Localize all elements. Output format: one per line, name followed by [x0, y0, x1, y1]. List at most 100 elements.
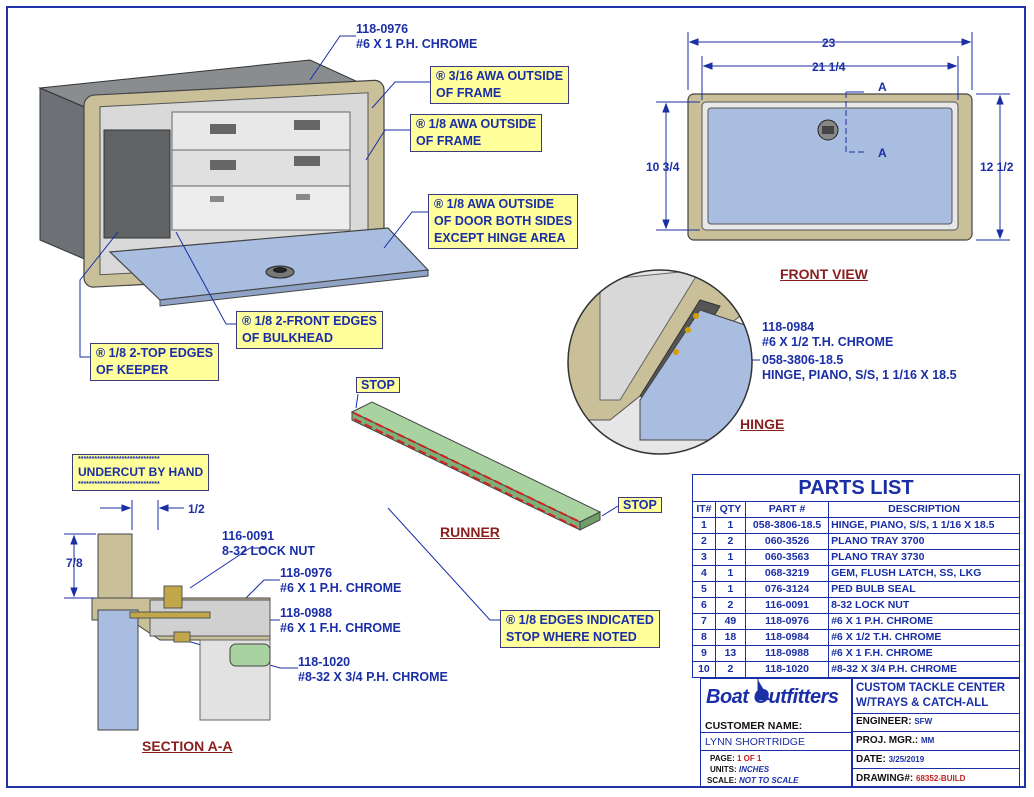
description-cell: #8-32 X 3/4 P.H. CHROME — [828, 661, 1020, 678]
weld3-line2: OF DOOR BOTH SIDES — [434, 214, 573, 228]
part-cell: 118-0984 — [744, 629, 830, 646]
dim-inner-width: 21 1/4 — [812, 60, 846, 74]
item-cell: 1 — [692, 517, 716, 534]
weld4-line2: OF BULKHEAD — [242, 331, 333, 345]
col-header-item: IT# — [692, 501, 716, 518]
description-cell: PED BULB SEAL — [828, 581, 1020, 598]
pm-row-border — [852, 731, 1020, 749]
description-cell: 8-32 LOCK NUT — [828, 597, 1020, 614]
drawing-label: DRAWING#: — [856, 773, 914, 784]
col-header-qty: QTY — [714, 501, 747, 518]
units-label: UNITS: — [710, 765, 737, 774]
part-cell: 118-0988 — [744, 645, 830, 662]
undercut-stars-bottom: ****************************** — [78, 481, 160, 488]
weld6-line2: STOP WHERE NOTED — [506, 630, 637, 644]
dim-overall-width: 23 — [822, 36, 836, 50]
weld6-line1: ® 1/8 EDGES INDICATED — [506, 613, 654, 627]
dim-overall-height: 12 1/2 — [980, 160, 1014, 174]
drawing-value: 68352-BUILD — [916, 774, 966, 783]
hinge-detail — [567, 269, 753, 455]
front-view-title: FRONT VIEW — [780, 266, 868, 282]
pm-value: MM — [921, 736, 935, 745]
qty-cell: 1 — [714, 549, 747, 566]
weld-callout-6: ® 1/8 EDGES INDICATED STOP WHERE NOTED — [500, 610, 660, 648]
col-header-part: PART # — [744, 501, 830, 518]
iso-leaders — [79, 35, 760, 669]
engineer-row: ENGINEER: SFW — [856, 716, 932, 727]
section-screw1-part: 118-0976 — [280, 566, 333, 580]
pm-row: PROJ. MGR.: MM — [856, 735, 934, 746]
weld2-line2: OF FRAME — [416, 134, 482, 148]
description-cell: #6 X 1 F.H. CHROME — [828, 645, 1020, 662]
weld-callout-2: ® 1/8 AWA OUTSIDE OF FRAME — [410, 114, 543, 152]
item-cell: 2 — [692, 533, 716, 550]
date-row: DATE: 3/25/2019 — [856, 754, 924, 765]
iso-view — [38, 59, 430, 307]
dim-seven-eighths: 7/8 — [66, 556, 83, 570]
stop-label-right: STOP — [618, 497, 662, 513]
description-cell: #6 X 1/2 T.H. CHROME — [828, 629, 1020, 646]
customer-divider — [700, 732, 852, 733]
weld2-line1: ® 1/8 AWA OUTSIDE — [416, 117, 537, 131]
lock-nut-part: 116-0091 — [222, 529, 275, 543]
page-label: PAGE: — [710, 754, 735, 763]
page-row: PAGE: 1 OF 1 — [710, 754, 761, 763]
item-cell: 3 — [692, 549, 716, 566]
front-view — [656, 32, 1010, 241]
weld5-line2: OF KEEPER — [96, 363, 169, 377]
date-value: 3/25/2019 — [888, 755, 925, 764]
qty-cell: 13 — [714, 645, 747, 662]
qty-cell: 2 — [714, 661, 747, 678]
item-cell: 4 — [692, 565, 716, 582]
hinge-screw-desc: #6 X 1/2 T.H. CHROME — [762, 335, 894, 349]
units-row: UNITS: INCHES — [710, 765, 769, 774]
part-cell: 060-3526 — [744, 533, 830, 550]
lock-nut-desc: 8-32 LOCK NUT — [222, 544, 316, 558]
drawing-row: DRAWING#: 68352-BUILD — [856, 773, 965, 784]
section-screw3-callout: 118-1020 #8-32 X 3/4 P.H. CHROME — [298, 655, 448, 685]
hinge-part-desc: HINGE, PIANO, S/S, 1 1/16 X 18.5 — [762, 368, 957, 382]
dim-half: 1/2 — [188, 502, 205, 516]
section-screw1-callout: 118-0976 #6 X 1 P.H. CHROME — [280, 566, 401, 596]
runner-title: RUNNER — [440, 524, 500, 540]
runner-view — [350, 393, 619, 531]
engineer-label: ENGINEER: — [856, 716, 912, 727]
weld-callout-4: ® 1/8 2-FRONT EDGES OF BULKHEAD — [236, 311, 383, 349]
company-logo: Boat Outfitters — [706, 686, 839, 708]
hinge-screw-callout: 118-0984 #6 X 1/2 T.H. CHROME — [762, 320, 893, 350]
weld4-line1: ® 1/8 2-FRONT EDGES — [242, 314, 377, 328]
weld1-line1: ® 3/16 AWA OUTSIDE — [436, 69, 564, 83]
project-title: CUSTOM TACKLE CENTER W/TRAYS & CATCH-ALL — [856, 681, 1005, 711]
description-cell: HINGE, PIANO, S/S, 1 1/16 X 18.5 — [828, 517, 1020, 534]
qty-cell: 1 — [714, 581, 747, 598]
pm-label: PROJ. MGR.: — [856, 735, 919, 746]
section-marker-top: A — [878, 80, 887, 94]
hinge-title: HINGE — [740, 416, 785, 432]
date-label: DATE: — [856, 754, 886, 765]
undercut-text: UNDERCUT BY HAND — [78, 465, 204, 479]
project-title-line2: W/TRAYS & CATCH-ALL — [856, 697, 989, 709]
weld5-line1: ® 1/8 2-TOP EDGES — [96, 346, 214, 360]
screw-top-desc: #6 X 1 P.H. CHROME — [356, 37, 478, 51]
section-screw2-callout: 118-0988 #6 X 1 F.H. CHROME — [280, 606, 401, 636]
qty-cell: 2 — [714, 533, 747, 550]
scale-label: SCALE: — [707, 776, 737, 785]
weld-callout-1: ® 3/16 AWA OUTSIDE OF FRAME — [430, 66, 570, 104]
part-cell: 118-0976 — [744, 613, 830, 630]
project-title-line1: CUSTOM TACKLE CENTER — [856, 682, 1006, 694]
part-cell: 076-3124 — [744, 581, 830, 598]
hinge-screw-part: 118-0984 — [762, 320, 815, 334]
section-screw3-part: 118-1020 — [298, 655, 351, 669]
hinge-part-callout: 058-3806-18.5 HINGE, PIANO, S/S, 1 1/16 … — [762, 353, 957, 383]
description-cell: GEM, FLUSH LATCH, SS, LKG — [828, 565, 1020, 582]
undercut-stars-top: ****************************** — [78, 456, 160, 463]
